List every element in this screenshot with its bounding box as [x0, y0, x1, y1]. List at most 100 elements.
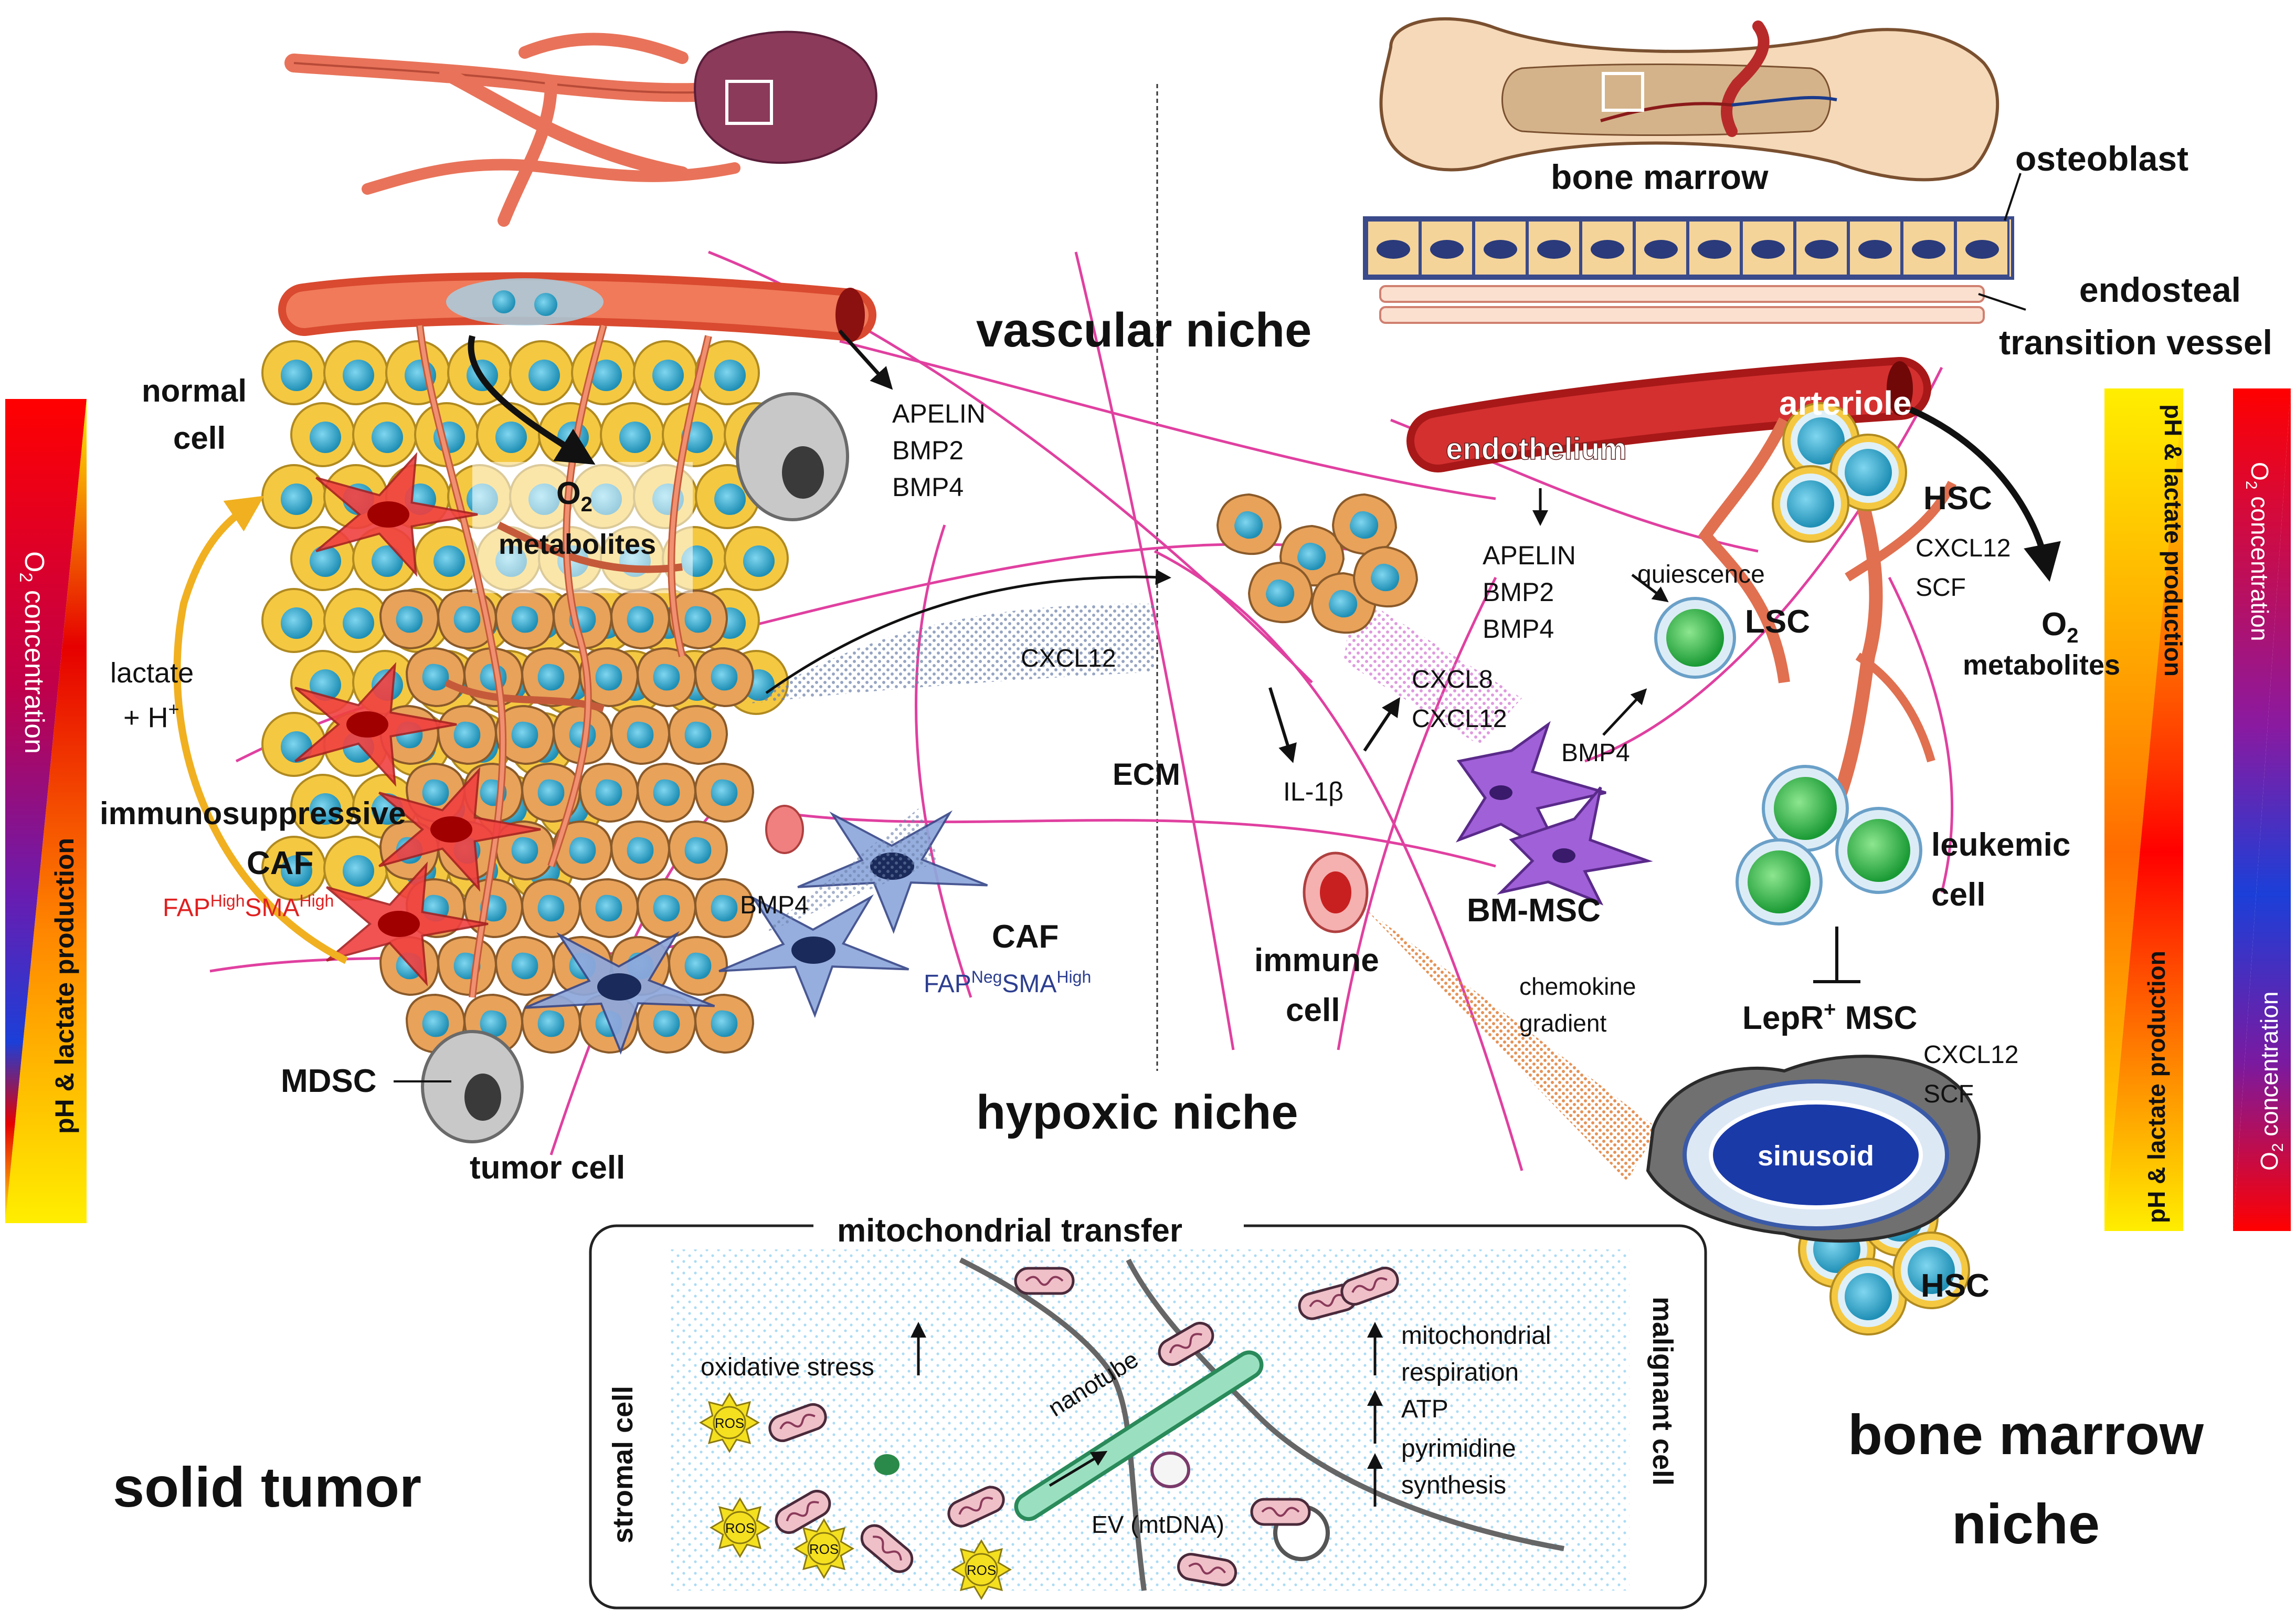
osteoblast-cell [1527, 219, 1581, 277]
lepr-msc-label: LepR+ MSC [1742, 998, 1917, 1036]
osteoblast-cell [1794, 219, 1849, 277]
normal-cell [662, 402, 727, 467]
caf-label-left: CAF [247, 845, 313, 881]
left-gradient-bar [5, 399, 87, 1223]
ros-icons: ROS ROS ROS ROS [699, 1392, 1012, 1600]
vascular-niche-label: vascular niche [976, 303, 1311, 357]
tumor-cell [463, 878, 524, 939]
o2-concentration-right-bottom: O2 concentration [2256, 992, 2287, 1171]
migrating-tumor-cell [1352, 545, 1419, 608]
mito-transfer-box [589, 1224, 1707, 1610]
mitochondrion [860, 1524, 914, 1573]
mito-title-bg [813, 1210, 1244, 1247]
ph-lactate-left: pH & lactate production [50, 838, 79, 1134]
mitochondrion [775, 1490, 831, 1534]
oxidative-stress-label: oxidative stress [701, 1353, 874, 1381]
osteoblast-cell [1473, 219, 1528, 277]
il1b-arrow-down [1268, 687, 1297, 763]
hsc-cell [1829, 434, 1907, 511]
osteoblast-pointer [2004, 173, 2022, 221]
quiescence-label: quiescence [1637, 561, 1765, 588]
normal-cell [261, 588, 326, 653]
normal-cell-label-2: cell [173, 420, 226, 456]
endosteal-vessel [1379, 285, 1985, 324]
tumor-cell [668, 935, 728, 996]
osteoblast-layer [1363, 216, 2014, 280]
osteoblast-label: osteoblast [2015, 139, 2188, 178]
ros-label: ROS [967, 1562, 996, 1578]
o2-arrow [468, 335, 596, 465]
bone-marrow-label: bone marrow [1551, 157, 1769, 196]
hsc-label-top: HSC [1923, 480, 1992, 517]
migration-arrow [765, 569, 1171, 695]
cxcl12-sinusoid-label: CXCL12 [1923, 1041, 2018, 1069]
ev-mtdna-label: EV (mtDNA) [1092, 1511, 1224, 1538]
bmp4-lsc-arrow [1602, 688, 1647, 736]
hsc-cells [1772, 402, 1970, 1335]
tumor-cell [610, 820, 671, 881]
migrating-tumor-cell [1331, 493, 1398, 555]
tumor-cell [578, 762, 639, 823]
malignant-cell-label: malignant cell [1647, 1297, 1678, 1486]
organ-illustration [284, 30, 877, 227]
pyrimidine-label-1: pyrimidine [1401, 1435, 1516, 1463]
cxcl12-hsc-label: CXCL12 [1916, 534, 2011, 562]
tumor-cell [610, 704, 671, 765]
tumor-cell [694, 878, 755, 939]
endothelium-label: endothelium [1446, 432, 1627, 466]
chemokine-label-2: gradient [1519, 1009, 1606, 1037]
caf-label-right: CAF [992, 919, 1059, 955]
tumor-cell [610, 589, 671, 650]
il1b-label: IL-1β [1283, 777, 1343, 806]
tumor-cell [578, 878, 639, 939]
o2-right-label: O2 [2041, 606, 2078, 647]
il1b-arrow-up [1363, 697, 1400, 752]
bmp4-label-2: BMP4 [1483, 614, 1554, 644]
immunosuppressive-caf-cells [294, 452, 541, 986]
tumor-capillaries-inner [418, 324, 711, 998]
mdsc-cell-top [736, 392, 849, 521]
normal-cell [724, 526, 789, 591]
mdsc-label: MDSC [281, 1063, 377, 1099]
mito-resp-label-1: mitochondrial [1401, 1322, 1551, 1350]
cxcl8-label: CXCL8 [1412, 666, 1493, 693]
ros-icon: ROS [710, 1497, 770, 1558]
normal-cell [323, 588, 388, 653]
normal-cell [261, 464, 326, 529]
right-gradient-bar-ph [2104, 388, 2183, 1231]
tumor-cell [437, 704, 498, 765]
bmp2-label-2: BMP2 [1483, 577, 1554, 607]
o2-concentration-right-top: O2 concentration [2242, 462, 2273, 641]
mitochondrion [1340, 1266, 1399, 1306]
mitochondrion [768, 1403, 827, 1443]
cxcl12-label-2: CXCL12 [1412, 705, 1507, 733]
immune-cell-label-1: immune [1254, 942, 1379, 979]
small-immune-cell [765, 805, 804, 854]
tumor-cell [668, 820, 728, 881]
hsc-cell [1892, 1232, 1970, 1309]
atp-label: ATP [1401, 1395, 1448, 1423]
tumor-cell [636, 993, 697, 1054]
normal-cell [600, 402, 665, 467]
apelin-lsc-arrow [1631, 574, 1669, 603]
fap-neg-label: FAPNegSMAHigh [924, 967, 1091, 998]
tumor-cell [437, 935, 498, 996]
normal-cell [261, 836, 326, 901]
osteoblast-cell [1580, 219, 1635, 277]
hsc-cell [1772, 465, 1849, 543]
migrating-tumor-cluster [1216, 493, 1419, 634]
mitochondrion [1177, 1553, 1237, 1586]
immunosuppressive-label: immunosuppressive [100, 796, 406, 831]
ros-label: ROS [809, 1541, 839, 1557]
leukemic-cells [1736, 765, 1922, 925]
blue-caf [718, 894, 909, 1018]
apelin-label-2: APELIN [1483, 541, 1576, 570]
sinusoid-label: sinusoid [1758, 1140, 1874, 1172]
ros-label: ROS [715, 1415, 744, 1431]
endosteal-label-1: endosteal [2079, 270, 2241, 309]
tumor-cell [494, 589, 555, 650]
normal-cell [290, 774, 355, 839]
normal-cell [633, 340, 698, 405]
osteoblast-cell [1955, 219, 2009, 277]
mitochondrion [947, 1486, 1005, 1528]
